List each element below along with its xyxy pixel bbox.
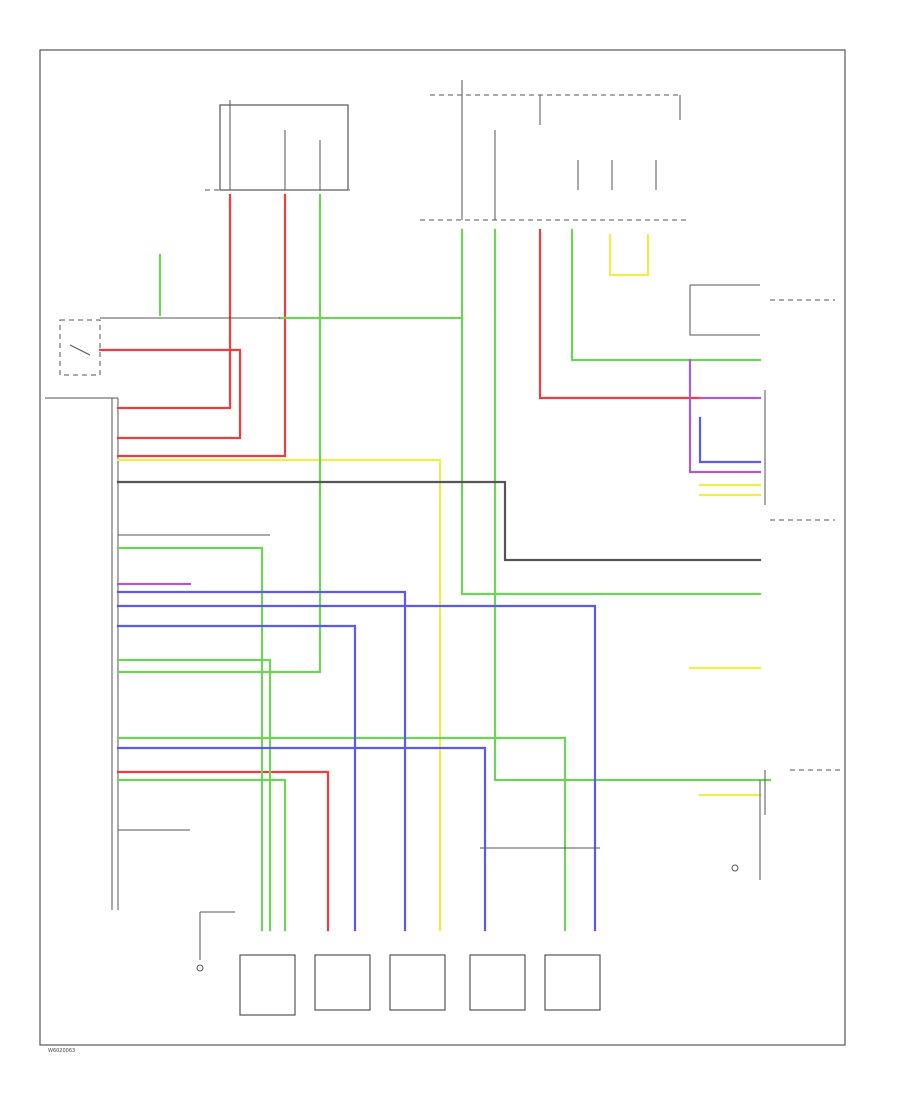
left-fuse-box xyxy=(205,100,350,191)
right-fuse-box xyxy=(420,80,690,221)
right-connectors xyxy=(764,299,840,815)
red-wires xyxy=(98,193,702,932)
sensor-module-2 xyxy=(314,954,371,1011)
blue-wires xyxy=(116,416,762,932)
sensor-module-1 xyxy=(239,954,296,1016)
bottom-components xyxy=(196,864,739,1016)
sensor-module-4 xyxy=(469,954,526,1011)
footer-code: W6020063 xyxy=(48,1048,75,1054)
diagram-frame xyxy=(39,49,846,1046)
yellow-wires xyxy=(116,233,762,932)
sensor-module-3 xyxy=(389,954,446,1011)
purple-wires xyxy=(116,358,762,586)
ground-switch-box xyxy=(59,319,101,376)
green-wires xyxy=(116,193,772,932)
ground-point-1 xyxy=(196,964,204,972)
control-module-connector xyxy=(45,397,119,910)
ground-point-2 xyxy=(731,864,739,872)
sensor-module-5 xyxy=(544,954,601,1011)
black-wires xyxy=(100,284,762,960)
